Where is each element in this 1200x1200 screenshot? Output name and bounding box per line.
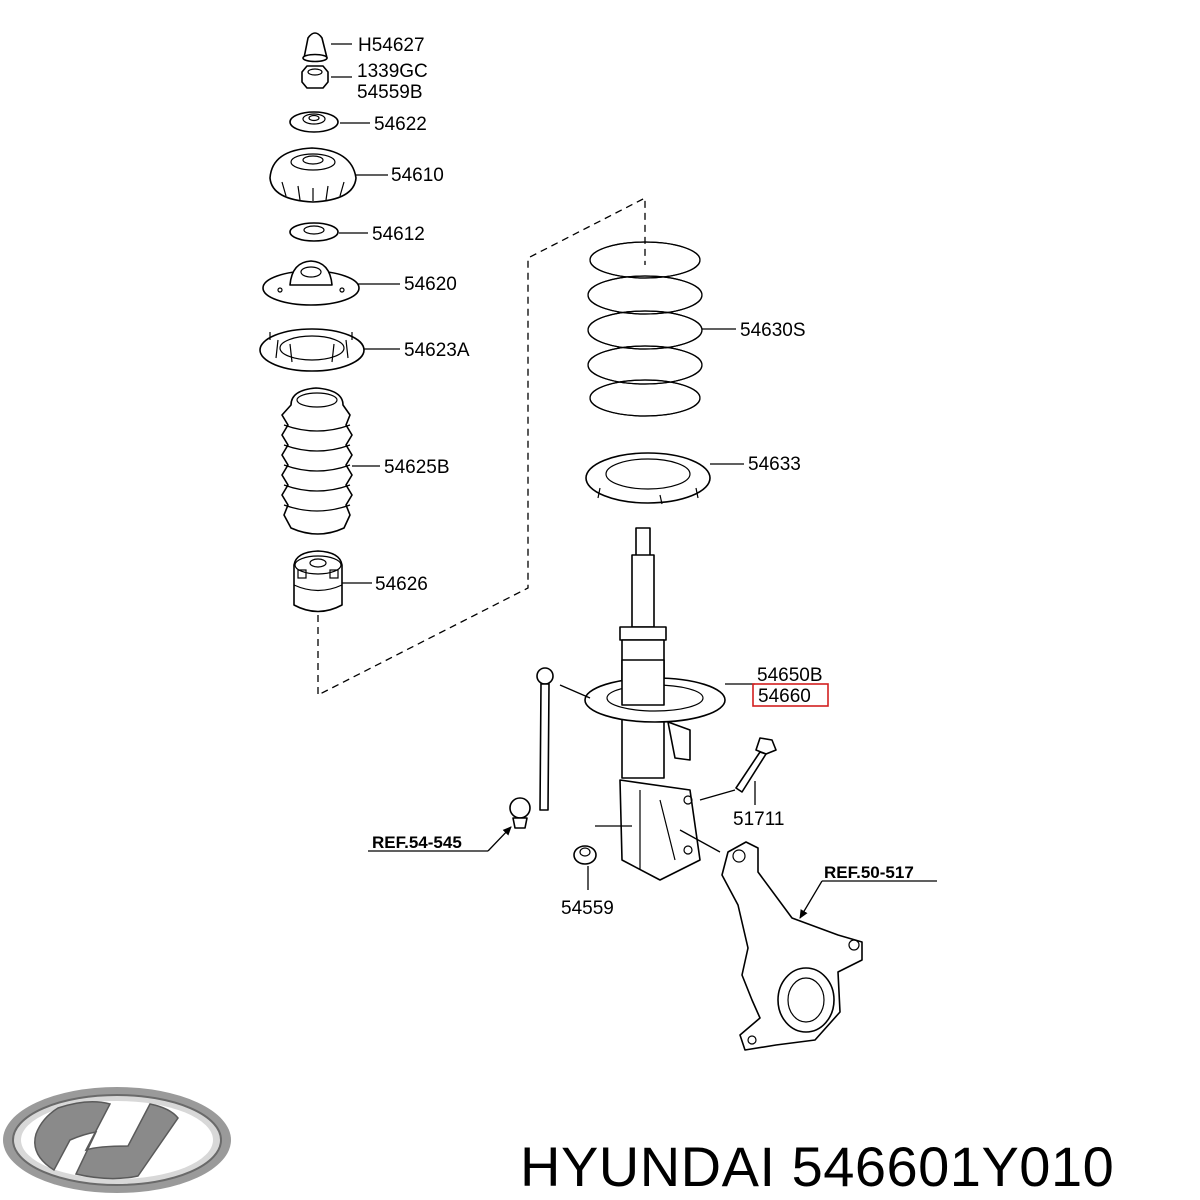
part-label-54630s: 54630S [740,320,806,341]
strut-assembly-part [584,527,726,881]
flange-nut-part [573,845,597,865]
part-label-54622: 54622 [374,114,427,135]
part-label-54559b: 54559B [357,82,423,103]
part-label-54612: 54612 [372,224,425,245]
part-label-54660: 54660 [758,686,811,707]
part-label-h54627: H54627 [358,35,425,56]
part-label-54633: 54633 [748,454,801,475]
footer-caption: HYUNDAI 546601Y010 [520,1135,1114,1198]
ref-label-54-545: REF.54-545 [372,833,462,852]
coil-spring-part [587,241,703,417]
part-label-54620: 54620 [404,274,457,295]
ref-label-50-517: REF.50-517 [824,863,914,882]
stabilizer-link-part [509,667,554,829]
hyundai-logo [3,1087,231,1193]
part-label-1339gc: 1339GC [357,61,428,82]
bump-stopper-part [293,550,343,613]
steering-knuckle-part [721,841,863,1051]
highlight-box-54660 [752,683,829,707]
assembly-dash-line [317,196,646,697]
insulator-plate-part [262,260,360,306]
washer-part [289,111,339,133]
part-label-54626: 54626 [375,574,428,595]
nut-part [301,65,329,89]
spring-pad-part [259,328,365,372]
bolt-part [735,737,777,793]
part-label-54610: 54610 [391,165,444,186]
part-label-54559: 54559 [561,898,614,919]
part-label-51711: 51711 [733,809,784,830]
washer-part-lower [289,222,339,242]
dust-boot-part [281,387,353,535]
lower-spring-pad-part [585,452,711,505]
part-label-54625b: 54625B [384,457,450,478]
part-label-54650b: 54650B [757,665,823,686]
bump-cap-part [302,32,328,63]
leader-lines [331,43,937,919]
part-label-54623a: 54623A [404,340,470,361]
strut-mount-part [269,147,357,203]
